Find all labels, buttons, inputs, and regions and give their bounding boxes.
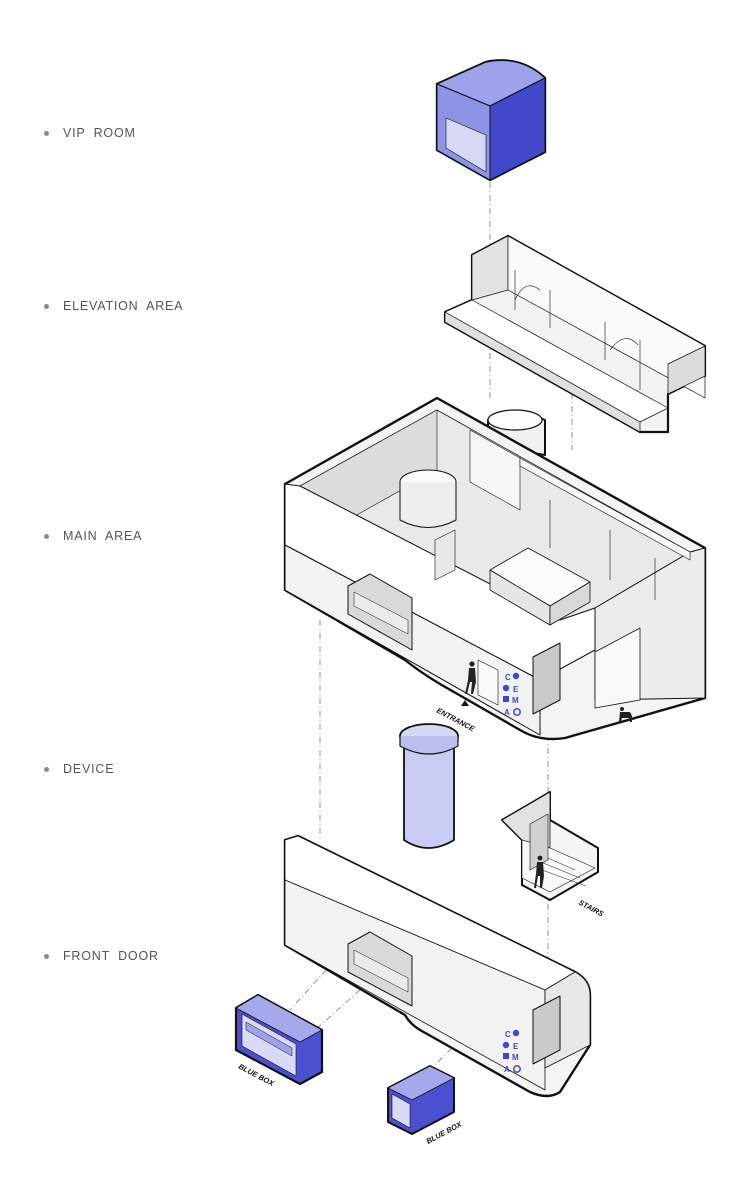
legend-elevation-area: ELEVATION AREA: [44, 296, 183, 316]
bullet-icon: [44, 303, 49, 309]
main-area-block: [283, 396, 707, 741]
vip-room-block: [435, 59, 547, 182]
bullet-icon: [44, 533, 49, 539]
blue-box-2: [387, 1065, 455, 1135]
legend-front-door: FRONT DOOR: [44, 946, 159, 966]
elevation-area-block: [443, 234, 707, 434]
legend-label-front-door: FRONT DOOR: [63, 949, 159, 963]
dog-icon: [619, 707, 632, 722]
logo-letter: E: [513, 1042, 519, 1051]
blue-box-1: [234, 993, 324, 1086]
logo-letter: E: [513, 685, 519, 694]
entrance-arrow-icon: [461, 700, 469, 706]
bullet-icon: [44, 766, 49, 772]
person-icon: [465, 661, 476, 694]
legend-main-area: MAIN AREA: [44, 526, 142, 546]
logo-letter: A: [504, 1065, 510, 1074]
logo-letter: C: [505, 673, 511, 682]
legend-label-elevation-area: ELEVATION AREA: [63, 299, 184, 313]
logo-letter: C: [505, 1030, 511, 1039]
legend-label-main-area: MAIN AREA: [63, 529, 143, 543]
legend-device: DEVICE: [44, 759, 114, 779]
person-icon: [534, 855, 544, 888]
device-cylinder: [399, 723, 459, 849]
legend-label-vip-room: VIP ROOM: [63, 126, 136, 140]
stairs-label: STAIRS: [577, 898, 605, 919]
logo-letter: M: [512, 696, 519, 705]
logo-letter: A: [504, 708, 510, 717]
bullet-icon: [44, 953, 49, 959]
bullet-icon: [44, 130, 49, 136]
crema-logo-main: C E M A: [502, 672, 521, 717]
logo-letter: M: [512, 1053, 519, 1062]
legend-label-device: DEVICE: [63, 762, 115, 776]
legend-vip-room: VIP ROOM: [44, 123, 136, 143]
crema-logo-front: C E M A: [502, 1029, 521, 1074]
stairs-block: [501, 791, 599, 901]
